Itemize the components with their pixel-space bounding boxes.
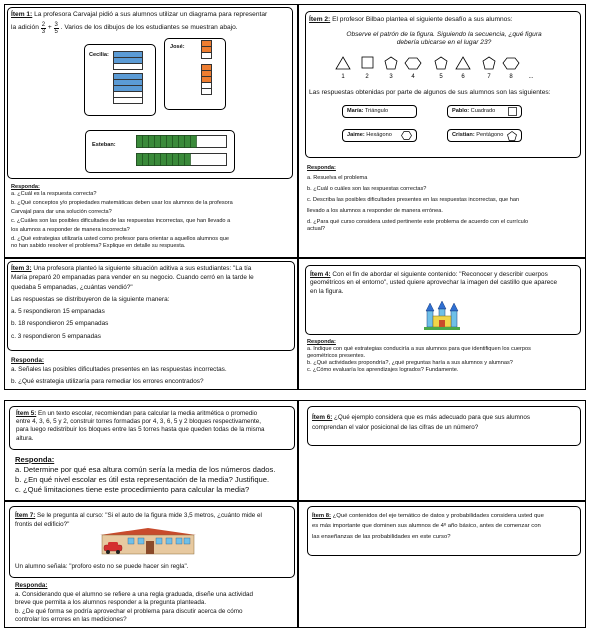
item4-cell: Ítem 4: Con el fin de abordar el siguien… xyxy=(298,258,586,390)
item6-cell: Ítem 6: ¿Qué ejemplo considera que es má… xyxy=(298,400,586,501)
building-car-image xyxy=(98,527,198,555)
item2-label: Ítem 2: xyxy=(309,16,331,23)
item7-questions: Responda: a. Considerando que el alumno … xyxy=(15,582,295,625)
esteban-bars xyxy=(136,135,227,167)
item4-text: Ítem 4: Con el fin de abordar el siguien… xyxy=(310,271,558,295)
item4-questions: Responda: a. Indique con qué estrategias… xyxy=(307,339,583,374)
item7-text: Ítem 7: Se le pregunta al curso: "Si el … xyxy=(15,512,262,528)
item5-response-label: Responda: xyxy=(15,455,55,464)
item2-response-label: Responda: xyxy=(307,165,336,171)
seq-number: 4 xyxy=(411,74,415,80)
item5-box xyxy=(9,406,295,450)
student-cecilia: Cecilia: xyxy=(89,52,109,58)
item1-text-b-post: . Varios de los dibujos de los estudiant… xyxy=(60,24,238,32)
item6-label: Ítem 6: xyxy=(312,414,333,421)
item1-label: Ítem 1: xyxy=(11,11,33,18)
item1-text-a: La profesora Carvajal pidió a sus alumno… xyxy=(34,11,268,18)
item2-intro: Ítem 2: El profesor Bilbao plantea el si… xyxy=(309,16,513,23)
item5-cell: Ítem 5: En un texto escolar, recomiendan… xyxy=(4,400,298,501)
hexagon-icon xyxy=(401,131,412,140)
item3-questions: Responda: a. Señales las posibles dificu… xyxy=(11,357,293,387)
item8-text: Ítem 8: ¿Qué contenidos del eje temático… xyxy=(312,513,544,540)
square-icon xyxy=(508,107,517,116)
item4-response-label: Responda: xyxy=(307,339,336,345)
seq-number: 8 xyxy=(509,74,513,80)
item8-label: Ítem 8: xyxy=(312,513,331,519)
castle-image xyxy=(422,301,462,331)
item1-intro: Ítem 1: La profesora Carvajal pidió a su… xyxy=(11,11,291,20)
item2-quote: Observe el patrón de la figura. Siguiend… xyxy=(346,31,542,47)
item7-student-says: Un alumno señala: "proforo esto no se pu… xyxy=(15,563,189,570)
shape-sequence: 1 2 3 4 5 6 7 8 ... xyxy=(335,56,551,80)
item2-questions: Responda: a. Resuelva el problema b. ¿Cu… xyxy=(307,165,582,233)
item3-label: Ítem 3: xyxy=(11,265,32,272)
item8-box xyxy=(307,506,581,556)
item7-label: Ítem 7: xyxy=(15,512,36,519)
item1-text-b-pre: la adición xyxy=(11,24,39,32)
cecilia-bars xyxy=(113,51,143,104)
item2-answers-intro: Las respuestas obtenidas por parte de al… xyxy=(309,89,551,96)
item5-text: Ítem 5: En un texto escolar, recomiendan… xyxy=(16,410,265,442)
jose-drawing xyxy=(164,38,226,110)
plus-sign: + xyxy=(47,24,52,32)
student-esteban: Esteban: xyxy=(92,142,116,148)
seq-number: 2 xyxy=(365,74,369,80)
seq-number: 3 xyxy=(389,74,393,80)
seq-number: 7 xyxy=(487,74,491,80)
pentagon-icon xyxy=(507,130,517,141)
seq-number: 1 xyxy=(341,74,345,80)
student-jose: José: xyxy=(170,44,185,50)
bar-unit xyxy=(113,97,143,104)
item3-text: Ítem 3: Una profesora planteó la siguien… xyxy=(11,265,254,340)
seq-number: 5 xyxy=(439,74,443,80)
answer-jaime: Jaime: Hexágono xyxy=(342,129,417,142)
item6-box xyxy=(307,406,581,446)
item7-response-label: Responda: xyxy=(15,582,48,589)
item2-challenge-box xyxy=(305,11,581,158)
item4-label: Ítem 4: xyxy=(310,271,331,278)
answer-pablo: Pablo: Cuadrado xyxy=(447,105,522,118)
item1-cell: Ítem 1: La profesora Carvajal pidió a su… xyxy=(4,4,298,258)
item5-questions: Responda: a. Determine por qué esa altur… xyxy=(15,455,295,494)
item3-cell: Ítem 3: Una profesora planteó la siguien… xyxy=(4,258,298,390)
item1-response-label: Responda: xyxy=(11,184,40,190)
bar-unit xyxy=(113,63,143,70)
seq-number: ... xyxy=(528,74,533,80)
item1-questions: Responda: a. ¿Cuál es la respuesta corre… xyxy=(11,184,296,250)
answer-cristian: Cristian: Pentágono xyxy=(447,129,522,142)
item1-addition: la adición 2 3 + 3 5 . Varios de los dib… xyxy=(11,22,291,35)
item2-cell: Ítem 2: El profesor Bilbao plantea el si… xyxy=(298,4,586,258)
answer-maria: María: Triángulo xyxy=(342,105,417,118)
item6-text: Ítem 6: ¿Qué ejemplo considera que es má… xyxy=(312,414,531,432)
item7-cell: Ítem 7: Se le pregunta al curso: "Si el … xyxy=(4,501,298,628)
item5-label: Ítem 5: xyxy=(16,410,37,417)
item3-response-label: Responda: xyxy=(11,357,45,364)
item8-cell: Ítem 8: ¿Qué contenidos del eje temático… xyxy=(298,501,586,628)
seq-number: 6 xyxy=(461,74,465,80)
item3-box xyxy=(7,261,295,351)
jose-bars xyxy=(201,40,212,95)
fraction-1: 2 3 xyxy=(40,22,46,35)
fraction-2: 3 5 xyxy=(53,22,59,35)
